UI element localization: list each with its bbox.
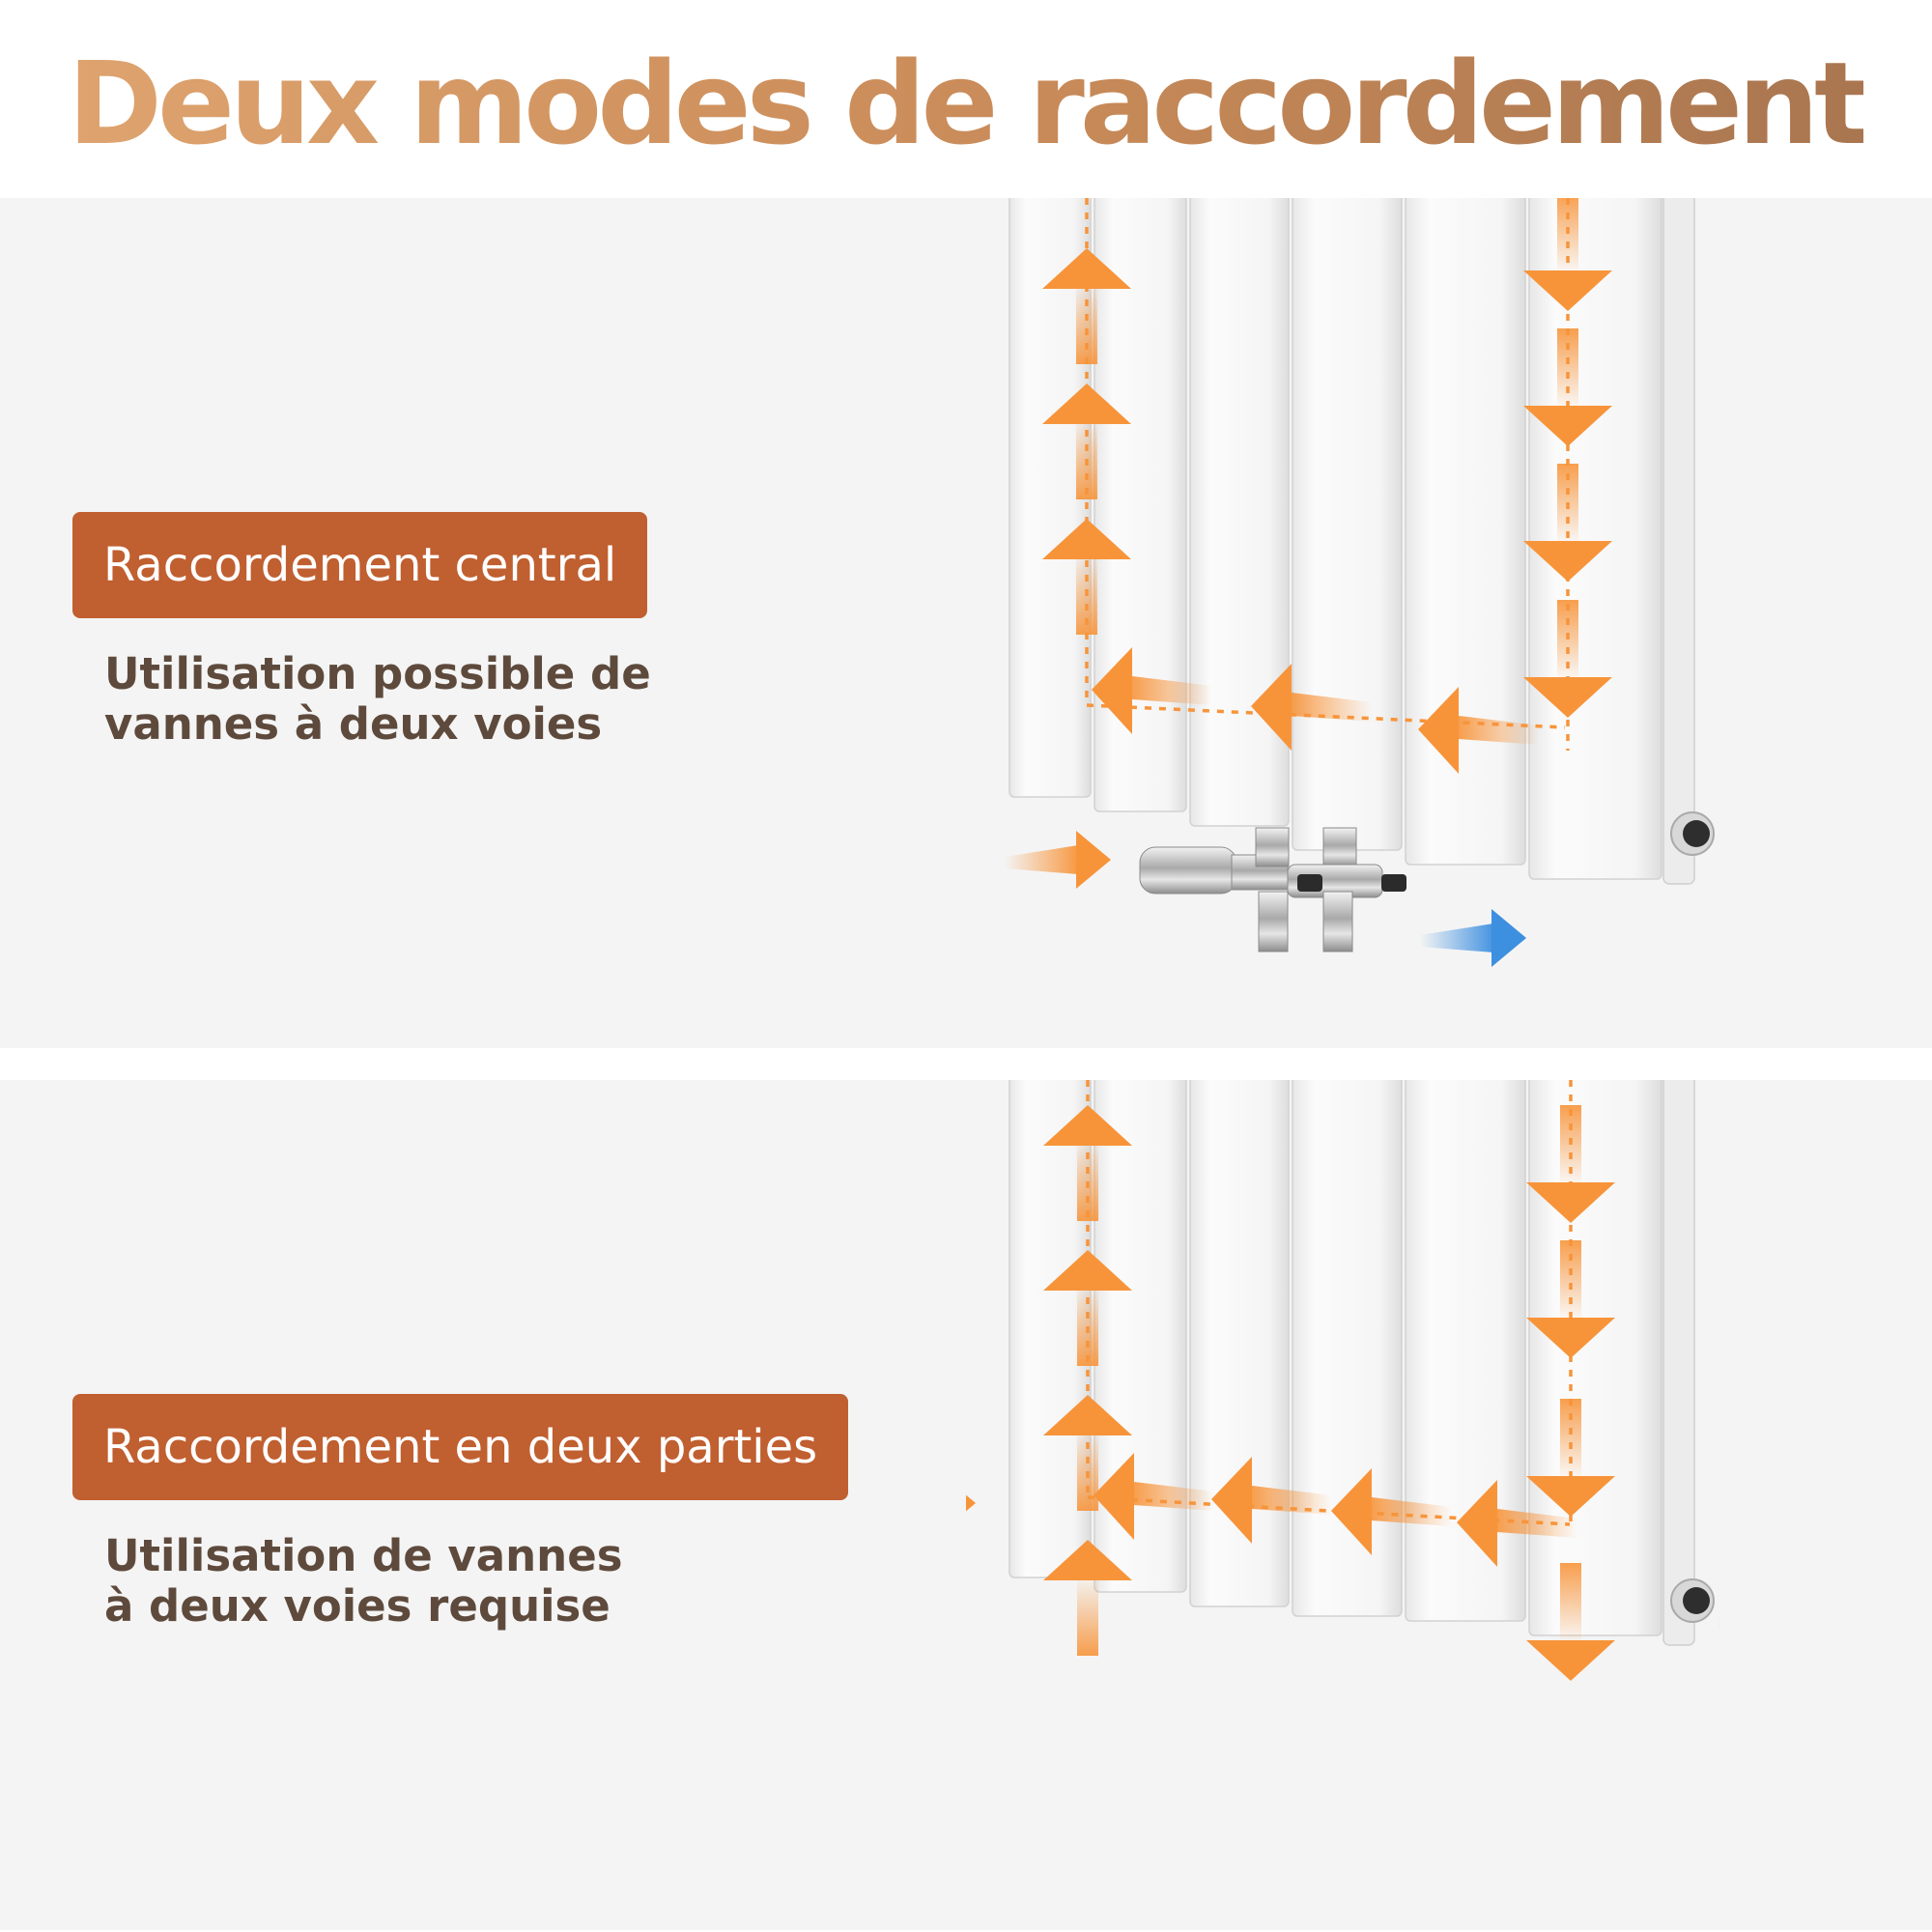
valve-head — [1139, 846, 1237, 895]
orange-arrow-icon — [1557, 464, 1578, 545]
two-part-connection-description: Utilisation de vannes à deux voies requi… — [104, 1531, 623, 1632]
orange-arrow-icon — [1526, 1640, 1615, 1681]
orange-arrow-icon — [1134, 1482, 1214, 1511]
orange-arrow-icon — [1523, 270, 1612, 311]
orange-arrow-icon — [1560, 1105, 1581, 1186]
orange-arrow-icon — [1292, 693, 1372, 722]
orange-arrow-icon — [1042, 519, 1131, 559]
orange-arrow-icon — [1076, 285, 1097, 364]
valve-knob — [1381, 874, 1406, 892]
orange-arrow-icon — [1557, 198, 1578, 274]
central-connection-badge: Raccordement central — [72, 512, 648, 618]
orange-arrow-icon — [1560, 1240, 1581, 1321]
orange-arrow-icon — [1076, 420, 1097, 499]
pipe-plug — [1683, 1587, 1710, 1614]
radiator-illustration — [966, 198, 1719, 1048]
radiator-flow-diagram — [966, 1080, 1719, 1681]
orange-arrow-icon — [1076, 555, 1097, 635]
orange-arrow-icon — [1043, 1105, 1132, 1146]
orange-arrow-icon — [1077, 1577, 1098, 1656]
orange-arrow-icon — [1526, 1182, 1615, 1223]
orange-arrow-icon — [1526, 1476, 1615, 1517]
orange-arrow-icon — [1523, 677, 1612, 718]
description-line: Utilisation possible de — [104, 648, 651, 699]
orange-arrow-icon — [1043, 1395, 1132, 1435]
radiator-column — [1292, 198, 1403, 851]
orange-arrow-icon — [1372, 1497, 1452, 1526]
orange-arrow-icon — [1523, 406, 1612, 446]
valve-stem — [1255, 827, 1290, 867]
radiator-column — [1189, 1080, 1290, 1607]
valve-outlet — [1258, 891, 1289, 952]
orange-arrow-icon — [1331, 1468, 1372, 1555]
radiator-column — [1405, 1080, 1526, 1622]
orange-arrow-icon — [1077, 1142, 1098, 1221]
pipe-plug — [1683, 820, 1710, 847]
orange-arrow-icon — [1132, 676, 1212, 705]
orange-arrow-icon — [1457, 1480, 1497, 1567]
orange-arrow-icon — [1043, 1540, 1132, 1580]
blue-arrow-icon — [1717, 1617, 1719, 1631]
orange-arrow-icon — [1557, 600, 1578, 681]
orange-arrow-icon — [1560, 1563, 1581, 1644]
orange-arrow-icon — [1005, 845, 1078, 874]
orange-arrow-icon — [1042, 384, 1131, 424]
two-part-connection-badge: Raccordement en deux parties — [72, 1394, 849, 1500]
orange-arrow-icon — [1076, 831, 1111, 889]
central-connection-description: Utilisation possible de vannes à deux vo… — [104, 649, 651, 750]
description-line: vannes à deux voies — [104, 698, 603, 750]
orange-arrow-icon — [1560, 1399, 1581, 1480]
two-part-connection-section: Raccordement en deux parties Utilisation… — [0, 1080, 1932, 1930]
orange-arrow-icon — [1557, 328, 1578, 410]
radiator-column — [1189, 198, 1290, 827]
radiator-flow-diagram — [1005, 198, 1715, 967]
orange-arrow-icon — [1252, 1486, 1332, 1515]
orange-arrow-icon — [1077, 1287, 1098, 1366]
valve-outlet — [1322, 891, 1353, 952]
orange-arrow-icon — [966, 1494, 976, 1512]
blue-arrow-icon — [1420, 923, 1493, 952]
blue-arrow-icon — [1492, 909, 1526, 967]
orange-arrow-icon — [1251, 664, 1292, 751]
description-line: à deux voies requise — [104, 1580, 611, 1632]
radiator-column — [1094, 1080, 1187, 1593]
radiator-illustration — [966, 1080, 1719, 1930]
radiator-column — [1292, 1080, 1403, 1617]
radiator-column — [1528, 1080, 1662, 1636]
valve-stem — [1322, 827, 1357, 867]
radiator-side-pipe — [1662, 198, 1695, 885]
central-connection-section: Raccordement central Utilisation possibl… — [0, 198, 1932, 1048]
orange-arrow-icon — [1077, 1432, 1098, 1511]
radiator-column — [1528, 198, 1662, 880]
orange-arrow-icon — [1092, 647, 1132, 734]
orange-arrow-icon — [1497, 1509, 1577, 1538]
orange-arrow-icon — [1459, 716, 1539, 745]
orange-arrow-icon — [1418, 687, 1459, 774]
orange-arrow-icon — [1042, 248, 1131, 289]
radiator-column — [1094, 198, 1187, 812]
radiator-column — [1405, 198, 1526, 866]
orange-arrow-icon — [1211, 1457, 1252, 1544]
two-way-valve-icon — [1139, 827, 1406, 952]
orange-arrow-icon — [1526, 1318, 1615, 1358]
valve-knob — [1297, 874, 1322, 892]
orange-arrow-icon — [1043, 1250, 1132, 1291]
radiator-side-pipe — [1662, 1080, 1695, 1646]
orange-arrow-icon — [1523, 541, 1612, 582]
page-title: Deux modes de raccordement — [68, 31, 1868, 176]
orange-arrow-icon — [1094, 1453, 1134, 1540]
description-line: Utilisation de vannes — [104, 1530, 623, 1581]
